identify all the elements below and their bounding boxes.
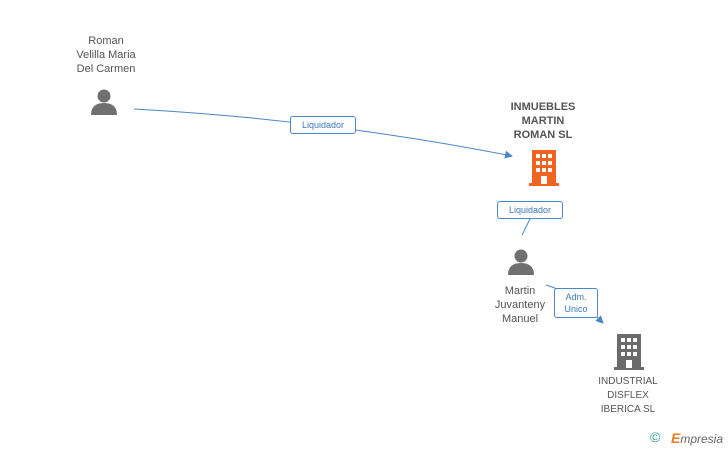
name-line: Del Carmen xyxy=(76,63,136,75)
company-name-industrial: INDUSTRIAL DISFLEX IBERICA SL xyxy=(578,375,678,417)
company-node-industrial[interactable]: INDUSTRIAL DISFLEX IBERICA SL xyxy=(588,334,668,418)
name-line: IBERICA SL xyxy=(600,404,656,415)
relation-line: Adm. xyxy=(565,292,587,302)
person-icon xyxy=(508,249,534,275)
name-line: Juvanteny xyxy=(494,299,546,311)
name-line: ROMAN SL xyxy=(513,129,573,141)
name-line: MARTIN xyxy=(521,115,565,127)
name-line: Velilla Maria xyxy=(76,49,136,61)
name-line: INMUEBLES xyxy=(510,101,576,113)
person-name-roman: Roman Velilla Maria Del Carmen xyxy=(56,34,156,76)
company-name-inmuebles: INMUEBLES MARTIN ROMAN SL xyxy=(495,100,591,142)
person-name-martin: Martin Juvanteny Manuel xyxy=(470,284,570,326)
person-icon xyxy=(91,89,117,115)
logo-rest: mpresia xyxy=(680,432,724,446)
person-node-roman[interactable]: Roman Velilla Maria Del Carmen xyxy=(76,34,136,118)
copyright-icon: © xyxy=(650,429,661,445)
name-line: Manuel xyxy=(501,313,539,325)
building-icon xyxy=(529,150,559,186)
relation-label-liquidador-1[interactable]: Liquidador xyxy=(290,116,356,134)
person-node-martin[interactable]: Martin Juvanteny Manuel xyxy=(485,248,555,330)
name-line: Roman xyxy=(88,35,124,47)
relation-label-liquidador-2[interactable]: Liquidador xyxy=(497,201,563,219)
name-line: DISFLEX xyxy=(607,390,649,401)
name-line: Martin xyxy=(504,285,536,297)
empresia-logo: Empresia xyxy=(671,430,723,446)
company-node-inmuebles[interactable]: INMUEBLES MARTIN ROMAN SL xyxy=(495,100,591,190)
logo-initial: E xyxy=(671,430,681,446)
relation-label-adm-unico[interactable]: Adm. Unico xyxy=(554,288,598,318)
name-line: INDUSTRIAL xyxy=(598,376,658,387)
relation-line: Unico xyxy=(564,304,588,314)
building-icon xyxy=(614,334,644,370)
